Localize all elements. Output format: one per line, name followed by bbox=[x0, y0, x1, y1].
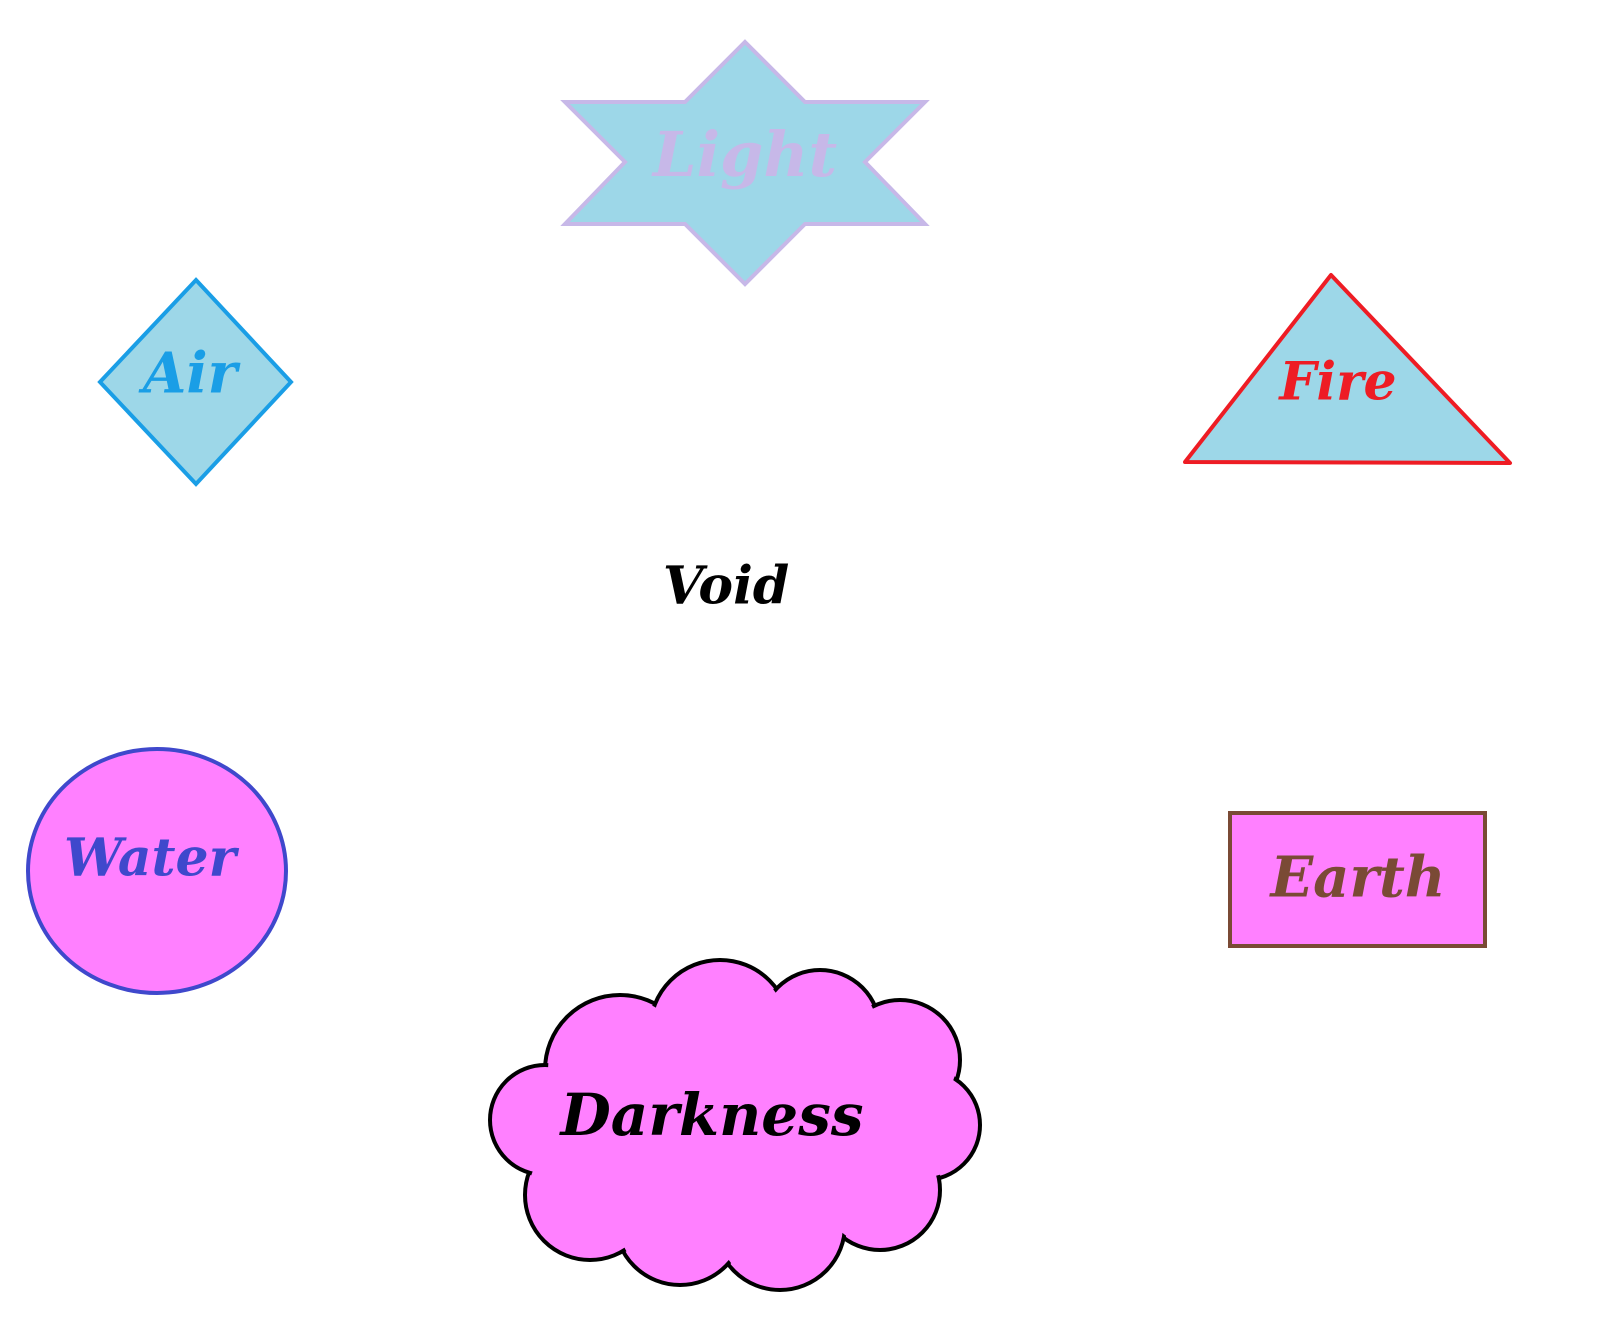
water-label: Water bbox=[64, 828, 240, 889]
air-diamond-shape bbox=[97, 277, 294, 487]
darkness-cloud-fill bbox=[493, 963, 977, 1287]
earth-label: Earth bbox=[1268, 845, 1445, 911]
fire-triangle-shape bbox=[1183, 273, 1512, 465]
water-node: Water bbox=[26, 747, 288, 995]
void-node: Void bbox=[663, 556, 789, 617]
air-label: Air bbox=[138, 341, 241, 407]
fire-node: Fire bbox=[1183, 273, 1512, 465]
air-node: Air bbox=[97, 277, 294, 487]
light-label: Light bbox=[651, 118, 838, 191]
darkness-node: Darkness bbox=[488, 958, 982, 1292]
void-label: Void bbox=[663, 556, 789, 617]
water-circle-shape bbox=[26, 747, 288, 995]
light-star-shape bbox=[560, 39, 930, 287]
earth-rectangle-shape bbox=[1228, 811, 1487, 948]
light-node: Light bbox=[560, 39, 930, 287]
earth-node: Earth bbox=[1228, 811, 1487, 948]
fire-label: Fire bbox=[1277, 352, 1396, 413]
darkness-label: Darkness bbox=[559, 1081, 864, 1149]
